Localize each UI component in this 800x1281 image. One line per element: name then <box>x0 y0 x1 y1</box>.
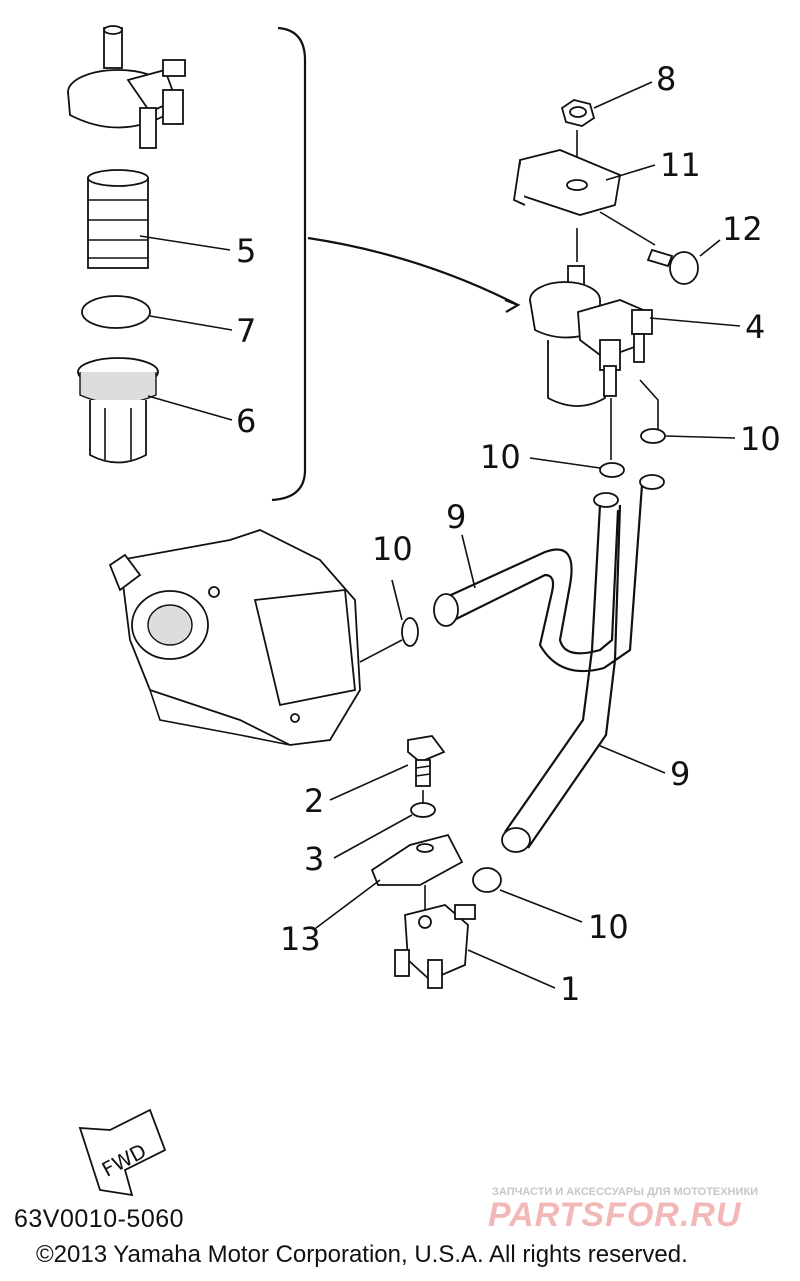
fuel-pump-drawing <box>394 904 476 989</box>
callout-13: 13 <box>280 920 321 958</box>
callout-12: 12 <box>722 210 763 248</box>
callout-10-mid: 10 <box>480 438 521 476</box>
bracket-13-drawing <box>370 833 464 886</box>
callout-2: 2 <box>304 782 324 820</box>
carburetor-drawing <box>108 529 361 746</box>
callout-1: 1 <box>560 970 580 1008</box>
fuel-hose-drawing <box>433 474 665 853</box>
callout-5: 5 <box>236 232 256 270</box>
callout-4: 4 <box>745 308 765 346</box>
callout-11: 11 <box>660 146 701 184</box>
filter-cap-drawing <box>67 25 186 149</box>
callout-6: 6 <box>236 402 256 440</box>
clip-drawing <box>599 462 625 478</box>
bolt-2-drawing <box>407 735 446 787</box>
callout-9-lower: 9 <box>670 755 690 793</box>
diagram-code: 63V0010-5060 <box>14 1205 185 1233</box>
callout-10-right: 10 <box>740 420 781 458</box>
copyright-notice: ©2013 Yamaha Motor Corporation, U.S.A. A… <box>36 1241 688 1268</box>
watermark-tagline: ЗАПЧАСТИ И АКСЕССУАРЫ ДЛЯ МОТОТЕХНИКИ <box>492 1186 759 1198</box>
filter-cup-drawing <box>77 357 159 464</box>
clip-drawing <box>401 617 419 647</box>
nut-drawing <box>560 99 596 127</box>
fwd-arrow-icon <box>78 1108 167 1197</box>
o-ring-drawing <box>81 295 151 329</box>
callout-3: 3 <box>304 840 324 878</box>
watermark-logo: PARTSFOR.RU <box>488 1196 742 1234</box>
callout-10-lower: 10 <box>588 908 629 946</box>
bolt-drawing <box>646 248 699 285</box>
callout-8: 8 <box>656 60 676 98</box>
bracket-plate-drawing <box>513 149 622 216</box>
bracket-arrow <box>307 236 519 306</box>
washer-drawing <box>410 802 436 818</box>
callout-7: 7 <box>236 312 256 350</box>
exploded-view-bracket <box>271 26 307 502</box>
fuel-filter-assy-drawing <box>529 265 653 407</box>
callout-10-carb: 10 <box>372 530 413 568</box>
clip-drawing <box>472 867 502 893</box>
filter-element-drawing <box>87 169 149 269</box>
clip-drawing <box>640 428 666 444</box>
callout-9-upper: 9 <box>446 498 466 536</box>
